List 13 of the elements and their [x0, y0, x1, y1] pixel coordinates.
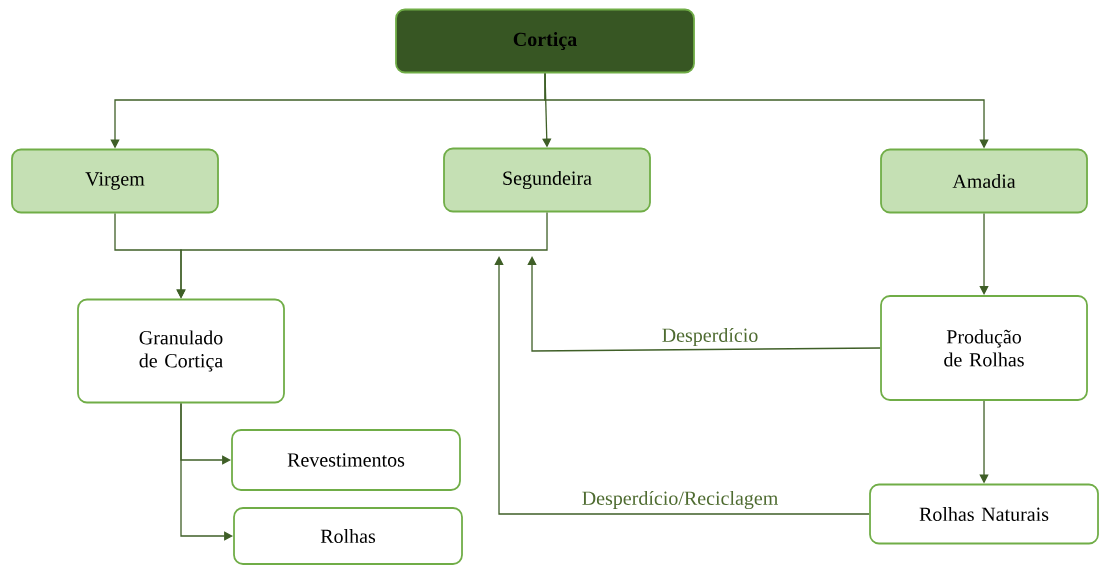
- edge-label: Desperdício/Reciclagem: [580, 489, 780, 511]
- process-box: Rolhas Naturais: [869, 483, 1099, 545]
- process-box: Produção de Rolhas: [880, 295, 1088, 401]
- category-box: Segundeira: [443, 147, 651, 213]
- title-box: Cortiça: [395, 8, 695, 74]
- category-box: Virgem: [11, 148, 219, 214]
- arrow: [494, 256, 870, 515]
- process-box: Revestimentos: [231, 429, 461, 491]
- edge-label: Desperdício: [660, 326, 760, 348]
- process-box: Granulado de Cortiça: [77, 298, 285, 404]
- arrow: [527, 256, 881, 352]
- category-box: Amadia: [880, 148, 1088, 214]
- process-box: Rolhas: [233, 507, 463, 565]
